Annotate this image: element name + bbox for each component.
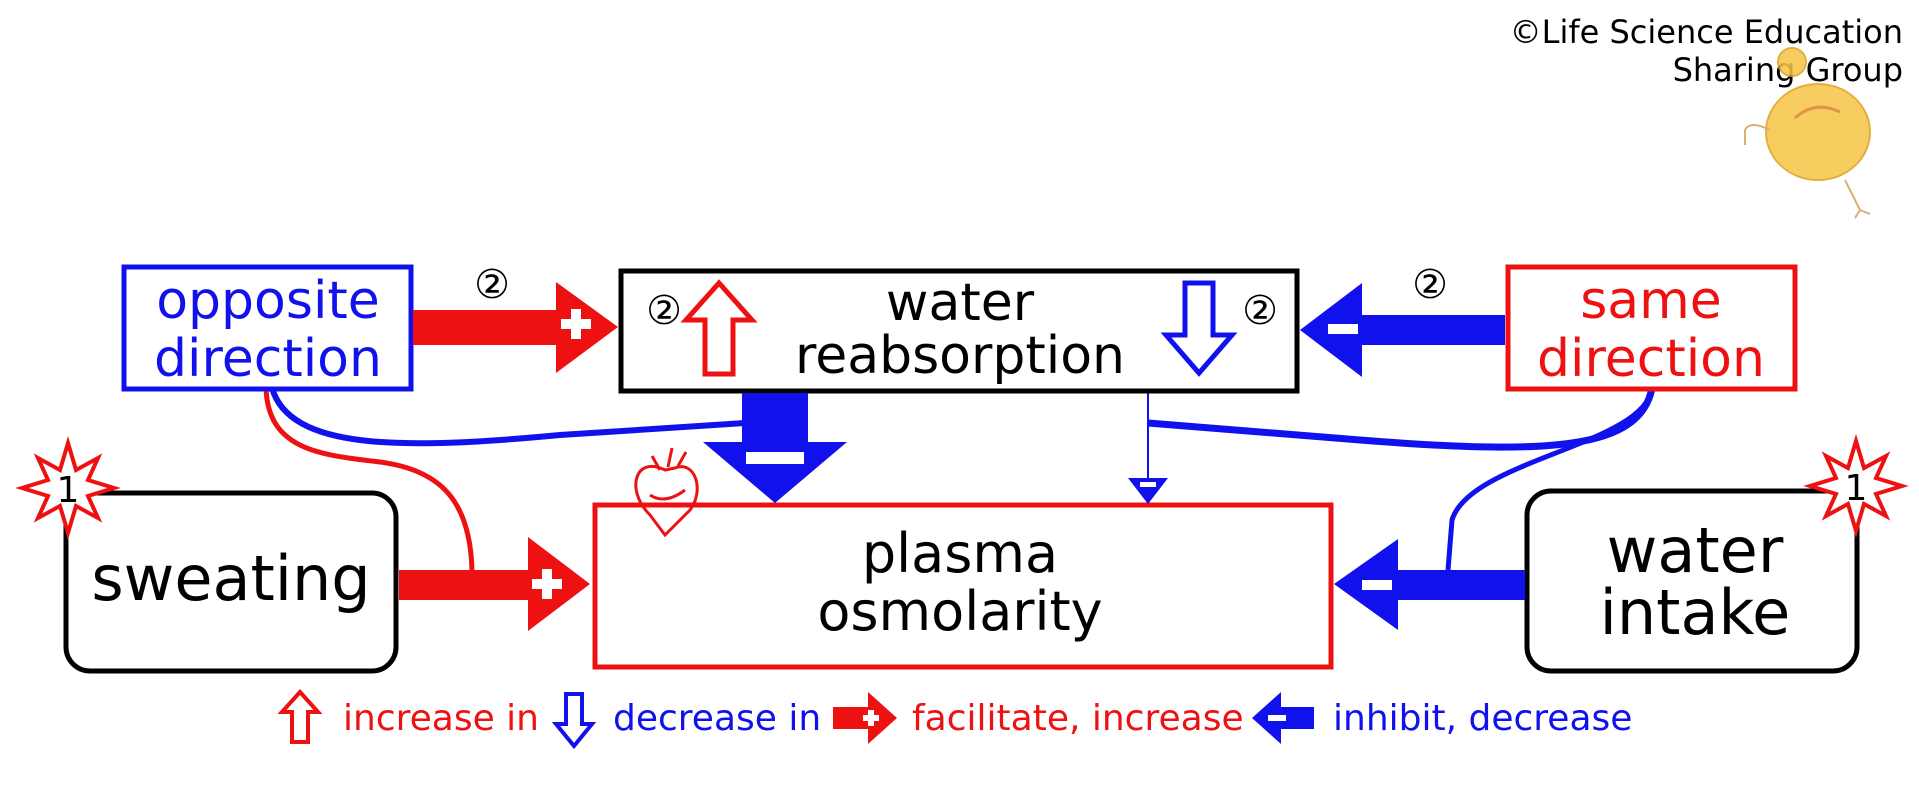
copyright-line-1: ©Life Science Education <box>1510 13 1903 51</box>
legend-increase-icon <box>277 689 323 744</box>
water-reabsorption-line-2: reabsorption <box>795 326 1125 386</box>
reabsorption-marker-left: ② <box>646 288 682 334</box>
water-intake-box <box>1524 488 1860 674</box>
opposite-to-sweating-connector <box>263 387 475 571</box>
water-intake-line-2: intake <box>1600 576 1791 649</box>
legend-facilitate-label: facilitate, increase <box>912 698 1244 739</box>
facilitate-arrow-opposite-to-reabsorption <box>413 282 618 373</box>
inhibit-arrow-reabsorption-to-plasma <box>703 393 847 503</box>
minus-icon <box>746 452 804 464</box>
facilitate-arrow-sweating-to-plasma <box>399 537 590 631</box>
inhibit-arrow-thin-head <box>1128 478 1168 504</box>
water-intake-line-1: water <box>1607 514 1784 587</box>
decrease-arrow-icon <box>1160 280 1238 377</box>
starburst-icon: 1 <box>1803 433 1909 539</box>
increase-arrow-icon <box>680 279 758 377</box>
plus-icon-vertical <box>571 309 581 339</box>
minus-icon <box>1362 580 1392 590</box>
same-to-reabsorption-connector <box>1147 387 1656 451</box>
plasma-osmolarity-line-2: osmolarity <box>817 580 1102 643</box>
minus-icon <box>1328 324 1358 334</box>
minus-icon <box>1268 715 1286 721</box>
water-intake-badge: 1 <box>1845 468 1868 509</box>
chick-logo-icon <box>1744 47 1871 219</box>
plasma-osmolarity-line-1: plasma <box>862 522 1058 585</box>
reabsorption-marker-right: ② <box>1242 288 1278 334</box>
inhibit-arrow-same-to-reabsorption <box>1300 283 1505 377</box>
same-to-water-intake-connector <box>1445 387 1655 571</box>
legend-decrease-label: decrease in <box>613 698 821 739</box>
step-marker-left: ② <box>474 262 510 308</box>
water-reabsorption-line-1: water <box>886 273 1035 333</box>
inhibit-arrow-intake-to-plasma <box>1334 539 1525 630</box>
opposite-direction-line-2: direction <box>154 329 382 389</box>
heart-icon <box>634 447 699 538</box>
legend-inhibit-label: inhibit, decrease <box>1333 698 1632 739</box>
sweating-box <box>63 490 399 674</box>
minus-icon <box>1140 482 1156 487</box>
same-direction-box <box>1505 264 1798 392</box>
legend-decrease-icon <box>551 692 597 750</box>
opposite-to-plasma-connector <box>269 387 746 447</box>
opposite-direction-line-1: opposite <box>156 271 380 331</box>
starburst-icon: 1 <box>15 435 121 541</box>
plus-icon-vertical <box>868 710 874 726</box>
legend-increase-label: increase in <box>343 698 539 739</box>
same-direction-line-1: same <box>1580 271 1722 331</box>
plasma-osmolarity-box <box>592 502 1334 670</box>
plus-icon-vertical <box>542 569 552 599</box>
sweating-label: sweating <box>91 542 370 615</box>
step-marker-right: ② <box>1412 262 1448 308</box>
legend: increase in decrease in facilitate, incr… <box>277 689 1632 750</box>
same-direction-line-2: direction <box>1537 329 1765 389</box>
sweating-badge: 1 <box>57 470 80 511</box>
opposite-direction-box <box>121 264 414 392</box>
